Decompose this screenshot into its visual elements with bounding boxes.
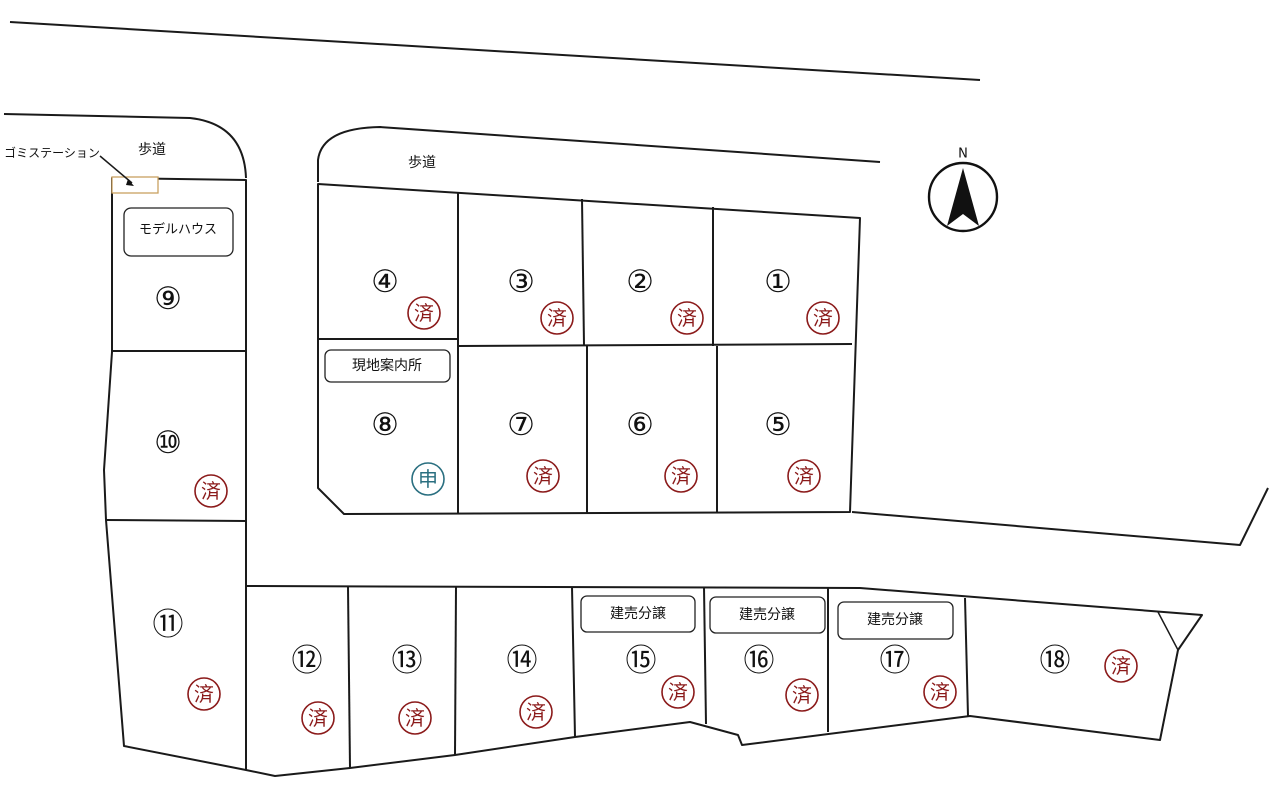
road-lines (3, 21, 1269, 546)
lot-number: ② (626, 264, 654, 300)
lot-5: ⑤済 (764, 407, 821, 493)
lot-status-stamp: 済 (1111, 654, 1131, 678)
built-for-sale-box-17: 建売分譲 (837, 601, 954, 640)
lot-status-stamp: 済 (792, 683, 812, 707)
built-for-sale-box-16: 建売分譲 (709, 596, 826, 634)
lot-6: ⑥済 (626, 407, 698, 493)
lot-number: ⑰ (880, 643, 911, 679)
sold-stamp-icon (664, 459, 698, 493)
lot-status-stamp: 申 (418, 467, 438, 491)
lot-14: ⑭済 (507, 643, 553, 729)
lot-11: ⑪済 (153, 607, 221, 711)
built-for-sale-label: 建売分譲 (739, 607, 795, 623)
sold-stamp-icon (301, 701, 335, 735)
sold-stamp-icon (519, 695, 553, 729)
lot-7: ⑦済 (507, 407, 560, 493)
arrow-icon (126, 179, 134, 186)
model-house-label: モデルハウス (139, 222, 217, 238)
site-office-label: 現地案内所 (352, 357, 422, 374)
block-upper (317, 183, 861, 515)
lot-number: ⑮ (626, 643, 657, 679)
lot-number: ⑤ (764, 407, 792, 443)
north-arrow: N (927, 147, 999, 233)
lot-number: ⑩ (154, 425, 182, 461)
block-lower (245, 585, 1203, 777)
lot-number: ⑦ (507, 407, 535, 443)
lot-2: ②済 (626, 264, 704, 335)
sold-stamp-icon (540, 301, 574, 335)
lot-status-stamp: 済 (547, 306, 567, 330)
sold-stamp-icon (806, 301, 840, 335)
sold-stamp-icon (398, 701, 432, 735)
lot-number: ⑫ (292, 643, 323, 679)
lot-status-stamp: 済 (533, 464, 553, 488)
site-office-box: 現地案内所 (324, 349, 451, 383)
lot-number: ⑱ (1040, 643, 1071, 679)
lot-status-stamp: 済 (813, 306, 833, 330)
lot-status-stamp: 済 (201, 479, 221, 503)
built-for-sale-box-15: 建売分譲 (580, 595, 696, 633)
lot-number: ④ (371, 264, 399, 300)
built-for-sale-label: 建売分譲 (610, 606, 666, 622)
lot-15: ⑮済 (626, 643, 695, 709)
sold-stamp-icon (187, 677, 221, 711)
sold-stamp-icon (194, 474, 228, 508)
compass-needle-icon (947, 168, 979, 226)
sold-stamp-icon (787, 459, 821, 493)
sold-stamp-icon (661, 675, 695, 709)
lot-10: ⑩済 (154, 425, 228, 508)
lot-number: ⑥ (626, 407, 654, 443)
lot-number: ⑪ (153, 607, 184, 643)
block-left (103, 177, 247, 771)
model-house-box: モデルハウス (123, 207, 234, 257)
lot-status-stamp: 済 (677, 306, 697, 330)
sold-stamp-icon (923, 675, 957, 709)
sidewalk-label-upper: 歩道 (408, 155, 436, 171)
lot-number: ⑯ (744, 643, 775, 679)
lot-status-stamp: 済 (930, 680, 950, 704)
lot-status-stamp: 済 (414, 301, 434, 325)
lot-4: ④済 (371, 264, 441, 330)
lot-status-stamp: 済 (671, 464, 691, 488)
lot-status-stamp: 済 (794, 464, 814, 488)
lot-status-stamp: 済 (405, 706, 425, 730)
sold-stamp-icon (407, 296, 441, 330)
lot-status-stamp: 済 (526, 700, 546, 724)
lot-9: ⑨ (154, 281, 182, 317)
north-label: N (958, 147, 968, 162)
garbage-station: ゴミステーション (4, 145, 159, 194)
lot-number: ③ (507, 264, 535, 300)
lot-number: ① (764, 264, 792, 300)
lot-number: ⑭ (507, 643, 538, 679)
sold-stamp-icon (785, 678, 819, 712)
sold-stamp-icon (526, 459, 560, 493)
lot-number: ⑨ (154, 281, 182, 317)
lot-number: ⑬ (392, 643, 423, 679)
lot-8: ⑧申 (371, 407, 445, 496)
sold-stamp-icon (670, 301, 704, 335)
garbage-station-label: ゴミステーション (4, 145, 100, 160)
built-for-sale-label: 建売分譲 (867, 612, 923, 628)
applied-stamp-icon (411, 462, 445, 496)
lot-17: ⑰済 (880, 643, 957, 709)
lot-status-stamp: 済 (668, 680, 688, 704)
lot-1: ①済 (764, 264, 840, 335)
lot-3: ③済 (507, 264, 574, 335)
sold-stamp-icon (1104, 649, 1138, 683)
lot-12: ⑫済 (292, 643, 335, 735)
sidewalk-label-left: 歩道 (138, 142, 166, 158)
lot-status-stamp: 済 (308, 706, 328, 730)
lot-16: ⑯済 (744, 643, 819, 712)
lot-number: ⑧ (371, 407, 399, 443)
lot-13: ⑬済 (392, 643, 432, 735)
lot-status-stamp: 済 (194, 682, 214, 706)
